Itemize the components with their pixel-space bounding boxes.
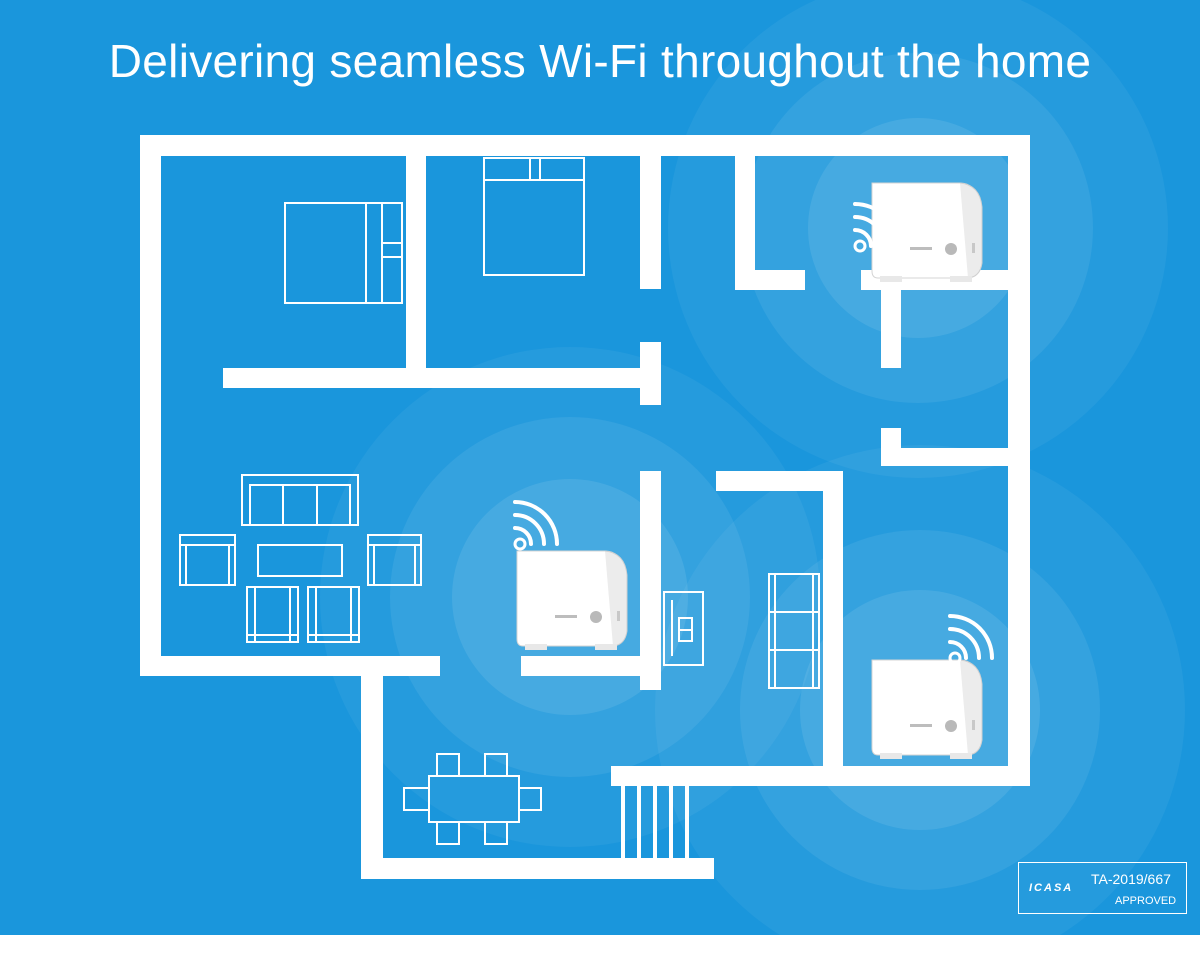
floor-plan-walls (140, 135, 1030, 879)
furniture (179, 157, 820, 845)
balcony-railing (621, 786, 689, 858)
page-title: Delivering seamless Wi-Fi throughout the… (108, 35, 1092, 87)
certification-badge: ICASA TA-2019/667 APPROVED (1018, 862, 1187, 914)
icasa-logo: ICASA (1029, 882, 1074, 894)
mesh-router-top-right (853, 182, 983, 283)
certification-status: APPROVED (1115, 895, 1177, 907)
certification-code: TA-2019/667 (1091, 871, 1171, 887)
